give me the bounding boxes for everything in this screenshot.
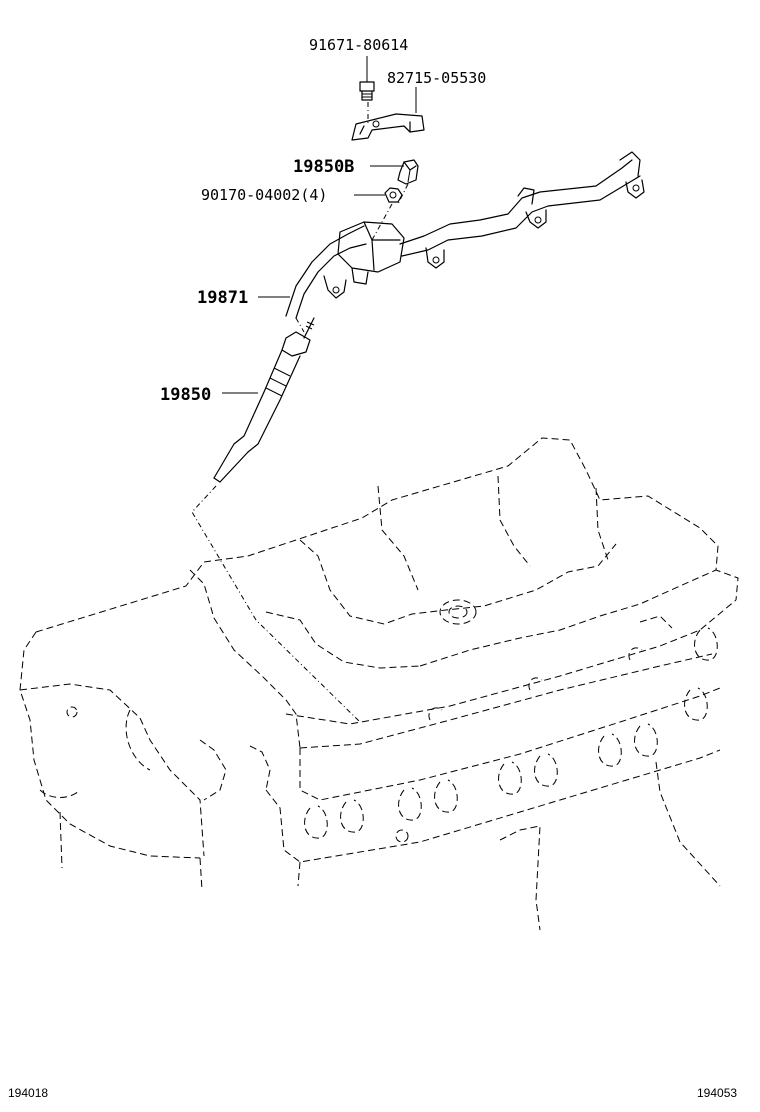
part-label-19850b: 19850B (293, 157, 354, 177)
footer-right-code: 194053 (697, 1086, 737, 1100)
engine-cylinder-head (19, 437, 739, 931)
glow-plug-icon (213, 317, 315, 483)
leader-lines (222, 56, 417, 394)
part-label-19871: 19871 (197, 288, 248, 308)
part-label-91671-80614: 91671-80614 (309, 36, 408, 54)
nut-icon (384, 187, 403, 203)
part-label-82715-05530: 82715-05530 (387, 69, 486, 87)
screw-icon (359, 81, 375, 101)
part-label-19850: 19850 (160, 385, 211, 405)
bracket-icon (351, 113, 425, 141)
installation-guide-lines (191, 102, 409, 723)
terminal-cap-icon (397, 159, 419, 185)
footer-left-code: 194018 (8, 1086, 48, 1100)
part-label-90170-04002: 90170-04002(4) (201, 186, 327, 204)
glow-plug-bus-bar (285, 151, 645, 319)
